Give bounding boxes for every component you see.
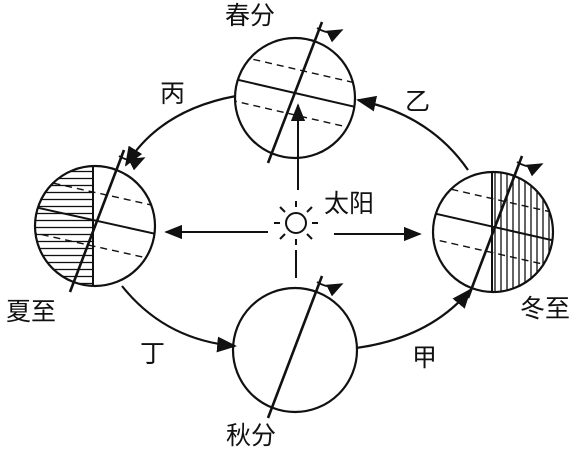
globe-autumn-equinox: [231, 275, 359, 419]
label-segment-bing: 丙: [160, 79, 185, 108]
label-segment-jia: 甲: [412, 343, 437, 372]
orbit-arc-summer-to-autumn: [121, 285, 237, 353]
globe-spring-equinox: [233, 21, 357, 164]
label-sun: 太阳: [324, 189, 374, 218]
label-segment-yi: 乙: [405, 87, 430, 116]
orbit-arc-spring-to-summer: [124, 94, 237, 167]
label-winter-solstice: 冬至: [520, 294, 570, 323]
label-summer-solstice: 夏至: [6, 297, 56, 326]
globe-winter-solstice: [431, 155, 555, 299]
orbit-arc-winter-to-spring: [356, 95, 469, 171]
orbit-arrows: [121, 94, 472, 353]
label-segment-ding: 丁: [140, 339, 165, 368]
label-spring-equinox: 春分: [225, 1, 275, 30]
label-autumn-equinox: 秋分: [226, 421, 276, 450]
sunlight-arrows: [164, 103, 422, 278]
orbit-arc-autumn-to-winter: [355, 288, 472, 350]
globe-summer-solstice: [33, 149, 157, 293]
sun-icon: [274, 201, 318, 245]
